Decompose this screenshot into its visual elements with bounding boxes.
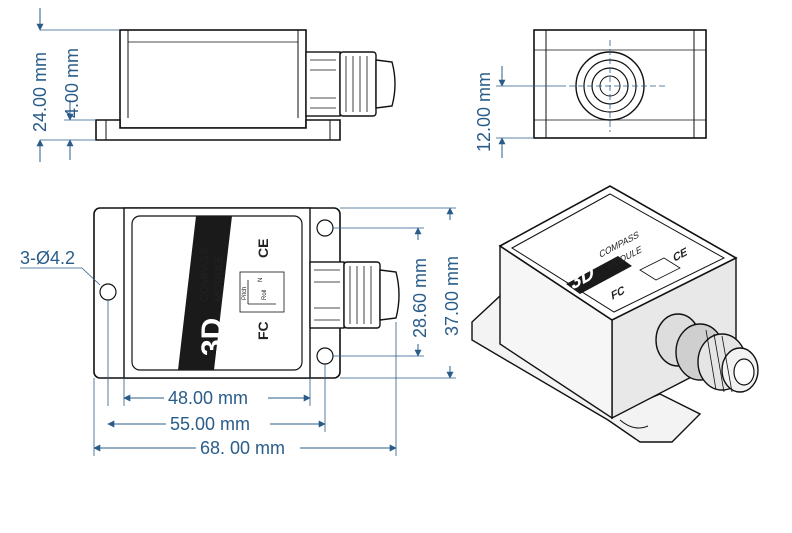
dim-body-width: 37.00 mm: [442, 256, 462, 336]
end-view: 12.00 mm: [474, 29, 707, 158]
axis-diagram: Pitch Roll N: [239, 271, 285, 313]
dim-hole-spacing-horizontal: 55.00 mm: [170, 414, 250, 434]
iso-cable-gland: [655, 313, 759, 393]
side-view-body: [119, 29, 307, 129]
side-view-cable-gland: [305, 51, 396, 117]
label-fc-mark: FC: [255, 321, 271, 340]
dim-hole-spacing-vertical: 28.60 mm: [410, 258, 430, 338]
label-ce-mark: CE: [255, 239, 271, 258]
label-line2: MODULE: [213, 255, 225, 302]
dim-body-length: 48.00 mm: [168, 388, 248, 408]
mounting-hole-bottom-right: [316, 347, 334, 365]
side-view-flange: [95, 119, 341, 141]
axis-roll-label: Roll: [262, 290, 268, 300]
top-view: 3D COMPASS MODULE CE FC Pitch Roll N: [20, 207, 462, 458]
dim-flange-height: 4.00 mm: [62, 48, 82, 118]
mounting-hole-top-right: [316, 219, 334, 237]
label-line1: COMPASS: [199, 248, 211, 302]
top-view-cable-gland: [309, 261, 400, 329]
label-band: [178, 216, 232, 370]
dim-height-total: 24.00 mm: [30, 52, 50, 132]
side-view: 24.00 mm 4.00 mm: [30, 8, 396, 162]
dim-total-length: 68. 00 mm: [200, 438, 285, 458]
dim-hole-spec: 3-Ø4.2: [20, 248, 75, 268]
isometric-view: 3D COMPASS MODULE CE FC: [471, 185, 759, 443]
iso-top-face: [498, 185, 738, 321]
dim-gland-height: 12.00 mm: [474, 72, 494, 152]
label-brand: 3D: [196, 318, 229, 356]
axis-north-label: N: [258, 278, 264, 282]
mounting-hole-left: [99, 283, 117, 301]
axis-pitch-label: Pitch: [242, 287, 248, 300]
